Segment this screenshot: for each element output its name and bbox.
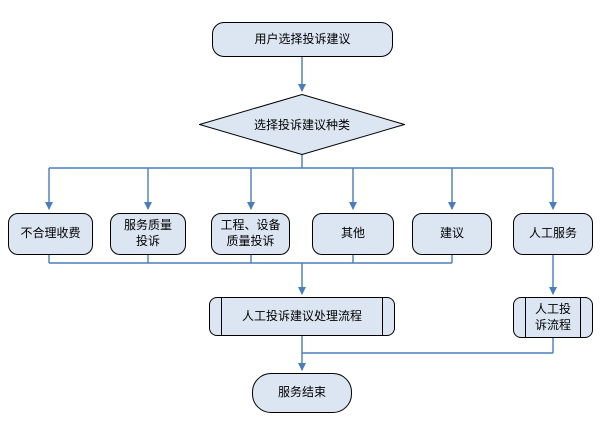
node-manual-complaint-suggestion-process: 人工投诉建议处理流程 (209, 297, 395, 336)
node-branch-engineering-equipment-quality-complaint: 工程、设备 质量投诉 (211, 213, 290, 255)
node-branch-suggestion: 建议 (412, 213, 492, 255)
branch-label: 不合理收费 (20, 226, 81, 241)
branch-label: 人工服务 (528, 226, 577, 241)
node-decision: 选择投诉建议种类 (197, 93, 407, 156)
node-end-label: 服务结束 (277, 385, 326, 400)
node-start: 用户选择投诉建议 (212, 22, 393, 57)
predefined-process-bar (221, 298, 222, 335)
predefined-process-bar (382, 298, 383, 335)
branch-label: 其他 (340, 226, 365, 241)
node-branch-service-quality-complaint: 服务质量 投诉 (110, 213, 186, 255)
node-branch-manual-service: 人工服务 (513, 213, 593, 255)
predefined-process-bar (525, 298, 526, 337)
node-decision-label: 选择投诉建议种类 (253, 118, 350, 132)
node-manual-complaint-process-label: 人工投 诉流程 (534, 301, 571, 332)
branch-label: 建议 (439, 226, 464, 241)
diamond-shape (197, 93, 407, 156)
node-branch-other: 其他 (312, 213, 394, 255)
node-manual-complaint-suggestion-process-label: 人工投诉建议处理流程 (241, 308, 362, 323)
branch-label: 工程、设备 质量投诉 (220, 218, 281, 248)
node-manual-complaint-process: 人工投 诉流程 (513, 297, 593, 338)
branch-label: 服务质量 投诉 (123, 218, 172, 248)
node-end: 服务结束 (252, 373, 352, 413)
node-start-label: 用户选择投诉建议 (254, 31, 351, 46)
node-branch-unreasonable-fees: 不合理收费 (8, 213, 93, 255)
predefined-process-bar (580, 298, 581, 337)
